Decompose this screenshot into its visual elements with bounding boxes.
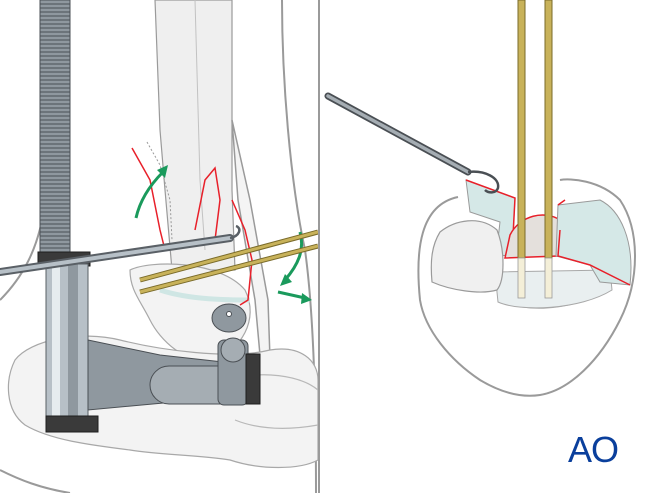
ao-logo-text: AO	[567, 429, 619, 470]
axial-view-panel: AO	[320, 0, 665, 493]
lateral-view-panel	[0, 0, 318, 493]
lateral-ankle-illustration	[0, 0, 318, 493]
panel-divider	[318, 0, 320, 493]
ao-logo: AO	[562, 429, 624, 470]
axial-plafond-illustration	[324, 0, 636, 397]
